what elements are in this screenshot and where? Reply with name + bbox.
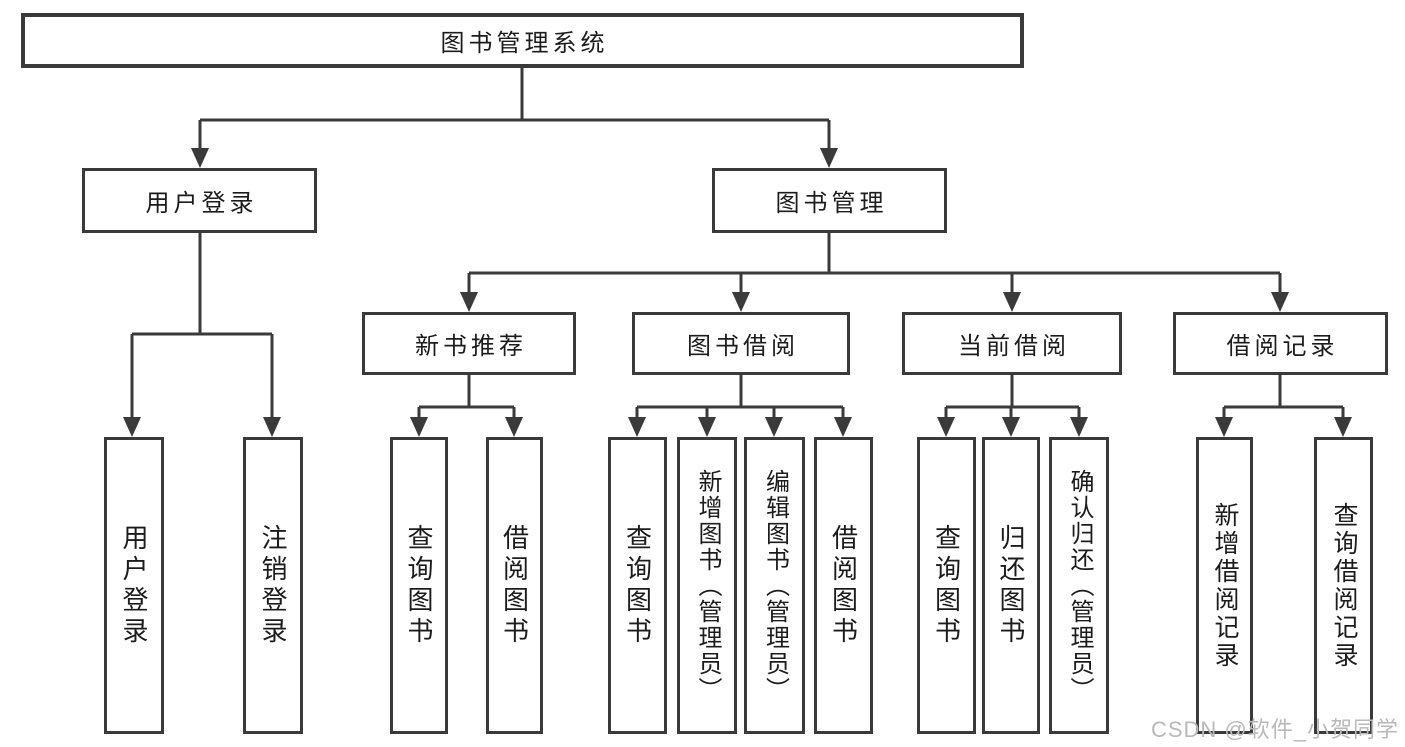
arrowhead-down-icon [263,417,281,437]
arrowhead-down-icon [1070,417,1088,437]
arrowhead-down-icon [505,417,523,437]
node-new-book-recommend: 新书推荐 [362,312,576,375]
arrowhead-down-icon [628,417,646,437]
leaf-add-books-admin: 新增图书（管理员） [677,437,737,734]
leaf-query-books-current: 查询图书 [917,437,976,734]
node-label: 查询借阅记录 [1330,501,1358,670]
node-label: 新增借阅记录 [1211,501,1239,670]
node-label: 注销登录 [258,523,288,648]
node-label: 编辑图书（管理员） [761,468,789,703]
node-label: 图书借阅 [687,333,799,360]
arrowhead-down-icon [1271,292,1289,312]
leaf-borrow-books-recommend: 借阅图书 [486,437,543,734]
node-book-management: 图书管理 [712,168,947,233]
node-label: 归还图书 [996,523,1026,648]
arrowhead-down-icon [732,292,750,312]
node-label: 借阅图书 [828,523,859,648]
leaf-confirm-return-admin: 确认归还（管理员） [1049,437,1109,734]
leaf-return-books: 归还图书 [982,437,1040,734]
node-label: 新书推荐 [415,333,527,360]
node-user-login: 用户登录 [82,168,317,233]
leaf-user-login: 用户登录 [104,437,164,734]
leaf-edit-books-admin: 编辑图书（管理员） [744,437,805,734]
leaf-query-borrow-record: 查询借阅记录 [1314,437,1373,734]
node-label: 当前借阅 [958,333,1070,360]
node-current-borrowing: 当前借阅 [902,312,1122,375]
arrowhead-down-icon [1334,417,1352,437]
arrowhead-down-icon [123,417,141,437]
node-label: 图书管理系统 [440,30,609,57]
node-label: 查询图书 [931,523,962,648]
arrowhead-down-icon [937,417,955,437]
leaf-logout: 注销登录 [243,437,303,734]
node-label: 图书管理 [775,190,888,217]
arrowhead-down-icon [698,417,716,437]
node-label: 用户登录 [119,523,149,648]
arrowhead-down-icon [191,148,209,168]
leaf-query-books-recommend: 查询图书 [390,437,448,734]
arrowhead-down-icon [820,148,838,168]
node-root-library-management-system: 图书管理系统 [21,13,1024,68]
node-label: 用户登录 [145,190,258,217]
node-label: 借阅记录 [1226,333,1339,360]
node-label: 新增图书（管理员） [694,468,721,703]
arrowhead-down-icon [765,417,783,437]
leaf-borrow-books: 借阅图书 [814,437,873,734]
node-label: 查询图书 [404,523,434,648]
arrowhead-down-icon [460,292,478,312]
arrowhead-down-icon [1215,417,1233,437]
leaf-query-books-borrowing: 查询图书 [608,437,667,734]
arrowhead-down-icon [1003,292,1021,312]
arrowhead-down-icon [1002,417,1020,437]
node-borrowing-records: 借阅记录 [1173,312,1388,375]
arrowhead-down-icon [834,417,852,437]
arrowhead-down-icon [410,417,428,437]
node-label: 查询图书 [622,523,653,648]
csdn-watermark: CSDN @软件_小贺同学 [1150,717,1399,742]
node-label: 确认归还（管理员） [1066,468,1093,703]
leaf-add-borrow-record: 新增借阅记录 [1196,437,1253,734]
node-label: 借阅图书 [499,523,530,648]
node-book-borrowing: 图书借阅 [632,312,850,375]
